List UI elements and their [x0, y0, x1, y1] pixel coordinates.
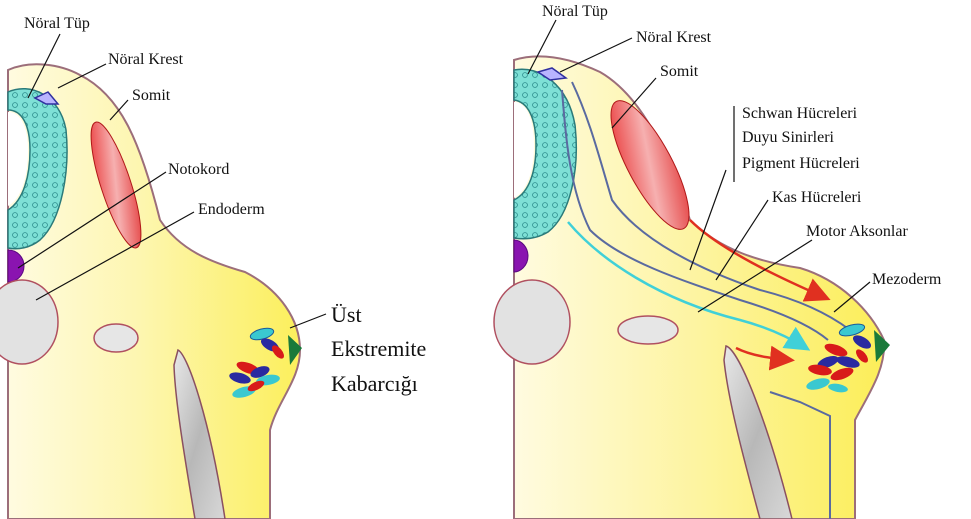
right-label-sensory-nerves: Duyu Sinirleri — [742, 129, 835, 146]
right-label-neural-crest: Nöral Krest — [636, 29, 712, 46]
right-label-neural-tube: Nöral Tüp — [542, 3, 608, 20]
right-label-pigment-cells: Pigment Hücreleri — [742, 155, 860, 172]
right-label-motor-axons: Motor Aksonlar — [806, 223, 908, 240]
left-label-somite: Somit — [132, 87, 171, 104]
left-label-neural-crest: Nöral Krest — [108, 51, 184, 68]
right-gut-cavity — [494, 280, 570, 364]
left-label-endoderm: Endoderm — [198, 201, 265, 218]
right-label-schwann-cells: Schwan Hücreleri — [742, 105, 858, 122]
left-label-limb-bud-3: Kabarcığı — [331, 371, 418, 396]
left-label-notochord: Notokord — [168, 161, 229, 178]
right-small-vessel — [618, 316, 678, 344]
left-label-limb-bud-1: Üst — [331, 302, 362, 327]
right-label-muscle-cells: Kas Hücreleri — [772, 189, 862, 206]
left-panel: Nöral Tüp Nöral Krest Somit Notokord End… — [0, 15, 426, 519]
right-label-mesoderm: Mezoderm — [872, 271, 942, 288]
left-label-neural-tube: Nöral Tüp — [24, 15, 90, 32]
left-small-vessel — [94, 324, 138, 352]
right-label-somite: Somit — [660, 63, 699, 80]
right-panel: Nöral Tüp Nöral Krest Somit Schwan Hücre… — [494, 3, 942, 519]
left-label-limb-bud-2: Ekstremite — [331, 336, 426, 361]
